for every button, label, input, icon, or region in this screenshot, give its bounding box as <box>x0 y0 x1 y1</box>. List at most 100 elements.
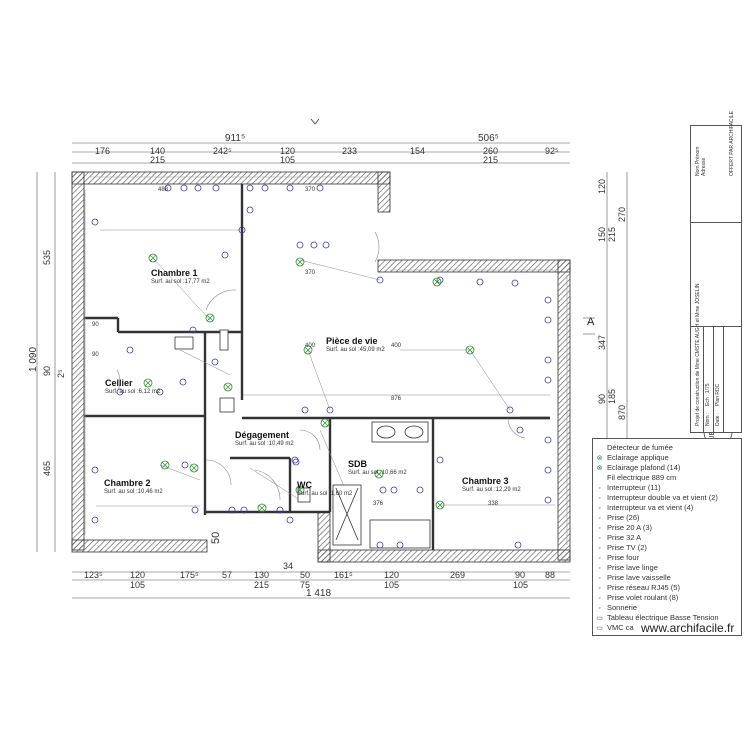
title-offered: OFFERT PAR ARCHIFACILE <box>729 110 735 176</box>
dim-bottom-row2-3: 75 <box>300 580 311 590</box>
legend-item-label: Prise réseau RJ45 (5) <box>607 583 680 592</box>
socket-icon <box>416 486 424 494</box>
room-name-cellier: Cellier <box>105 378 133 388</box>
dim-left-mid2: 2⁵ <box>56 369 66 378</box>
dim-top-3: 242⁵ <box>213 146 232 156</box>
dim-top-5: 233 <box>342 146 358 156</box>
socket-icon <box>506 406 514 414</box>
socket-icon <box>291 456 299 464</box>
socket-icon <box>116 388 124 396</box>
legend-item: ◦Prise 32 A <box>595 533 641 543</box>
dim-left-mid: 90 <box>42 365 52 376</box>
socket-icon <box>511 279 519 287</box>
socket-icon: ◦ <box>598 515 601 522</box>
socket-icon <box>316 184 324 192</box>
dim-bottom-row2-1: 105 <box>130 580 146 590</box>
dimension-lines <box>36 142 628 599</box>
inner-label: 876 <box>391 396 402 402</box>
watermark[interactable]: www.archifacile.fr <box>641 621 735 635</box>
title-plan: Plan RDC <box>715 383 721 406</box>
windows <box>84 176 568 545</box>
socket-icon <box>436 456 444 464</box>
legend-item-label: Tableau électrique Basse Tension <box>607 613 719 622</box>
legend-item: ◦Prise réseau RJ45 (5) <box>595 583 680 593</box>
dim-bottom-9: 269 <box>450 570 466 580</box>
socket-icon <box>476 278 484 286</box>
legend-item: ◦Interrupteur (11) <box>595 483 660 493</box>
dim-bottom-10: 90 <box>515 570 526 580</box>
socket-icon <box>544 376 552 384</box>
room-surface-chambre-2: Surf. au sol :10,46 m2 <box>104 489 163 495</box>
legend-item: Fil electrique 889 cm <box>595 473 676 483</box>
fixtures <box>174 329 431 549</box>
title-project: Projet de construction de Mme CMSTE AUGH… <box>695 283 701 426</box>
ceiling-light-icon <box>160 460 170 470</box>
title-sheet: Ech : 1/75 <box>705 383 711 406</box>
ceiling-light-icon <box>257 503 267 513</box>
switch-icon: ◦ <box>598 485 601 492</box>
ceiling-light-icon <box>143 378 153 388</box>
legend-item-label: Eclairage plafond (14) <box>607 463 681 472</box>
room-surface-cellier: Surf. au sol :6,12 m2 <box>105 389 161 395</box>
dim-bottom-11: 88 <box>545 570 556 580</box>
socket-icon <box>238 226 246 234</box>
dim-right-b: 270 <box>617 206 627 222</box>
socket-icon <box>240 506 248 514</box>
legend-item: ◦Interrupteur double va et vient (2) <box>595 493 718 503</box>
socket-icon <box>544 436 552 444</box>
inner-label: 370 <box>305 270 316 276</box>
socket-icon <box>91 218 99 226</box>
ceiling-light-icon <box>320 418 330 428</box>
title-divider <box>723 326 724 432</box>
title-divider <box>703 326 704 432</box>
legend-item-label: VMC ca <box>607 623 634 632</box>
dim-bottom-2: 120 <box>130 570 146 580</box>
socket-icon <box>261 184 269 192</box>
legend-item-label: Prise lave vaisselle <box>607 573 671 582</box>
room-name-chambre-1: Chambre 1 <box>151 268 198 278</box>
dim-bottom-8: 120 <box>384 570 400 580</box>
dim-top-8: 92⁵ <box>545 146 559 156</box>
legend-item: ◦Prise TV (2) <box>595 543 647 553</box>
inner-label: 400 <box>391 343 402 349</box>
title-divider <box>691 326 741 327</box>
socket-icon <box>322 241 330 249</box>
dim-bottom-extra: 34 <box>283 561 294 571</box>
legend-item-label: Prise TV (2) <box>607 543 647 552</box>
dim-left-bottom: 465 <box>42 460 52 476</box>
dim-bottom-5: 130 <box>254 570 270 580</box>
socket-icon <box>379 486 387 494</box>
dim-top-2: 140 <box>150 146 166 156</box>
dim-right-c: 150 <box>597 226 607 242</box>
legend-item-label: Détecteur de fumée <box>607 443 673 452</box>
legend-item: ◦Prise volet roulant (8) <box>595 593 678 603</box>
socket-icon <box>516 426 524 434</box>
dim-bottom-3: 175⁵ <box>180 570 199 580</box>
room-surface-degagement: Surf. au sol :10,49 m2 <box>235 441 294 447</box>
legend-item: ⊗Eclairage plafond (14) <box>595 463 681 473</box>
socket-icon <box>126 346 134 354</box>
legend-item-label: Prise volet roulant (8) <box>607 593 679 602</box>
socket-icon <box>544 316 552 324</box>
legend-item-label: Interrupteur double va et vient (2) <box>607 493 718 502</box>
title-block: Projet de construction de Mme CMSTE AUGH… <box>690 111 742 433</box>
legend-item: ▭Tableau électrique Basse Tension <box>595 613 719 623</box>
legend-item-label: Prise 20 A (3) <box>607 523 653 532</box>
legend-item-label: Interrupteur va et vient (4) <box>607 503 694 512</box>
inner-label: 338 <box>488 501 499 507</box>
socket-icon <box>376 276 384 284</box>
inner-label: 90 <box>92 322 99 328</box>
interior-walls <box>84 184 550 550</box>
socket-icon <box>164 184 172 192</box>
socket-icon <box>544 496 552 504</box>
legend-item-label: Prise four <box>607 553 640 562</box>
dim-bottom-7: 161⁵ <box>334 570 353 580</box>
legend-item-label: Sonnerie <box>607 603 638 612</box>
socket-icon <box>228 506 236 514</box>
dim-top-row2-3: 215 <box>483 155 499 165</box>
dim-top-4: 120 <box>280 146 296 156</box>
legend-item-label: Prise 32 A <box>607 533 642 542</box>
socket-icon <box>544 296 552 304</box>
dim-top-total-left: 911⁵ <box>225 133 246 144</box>
